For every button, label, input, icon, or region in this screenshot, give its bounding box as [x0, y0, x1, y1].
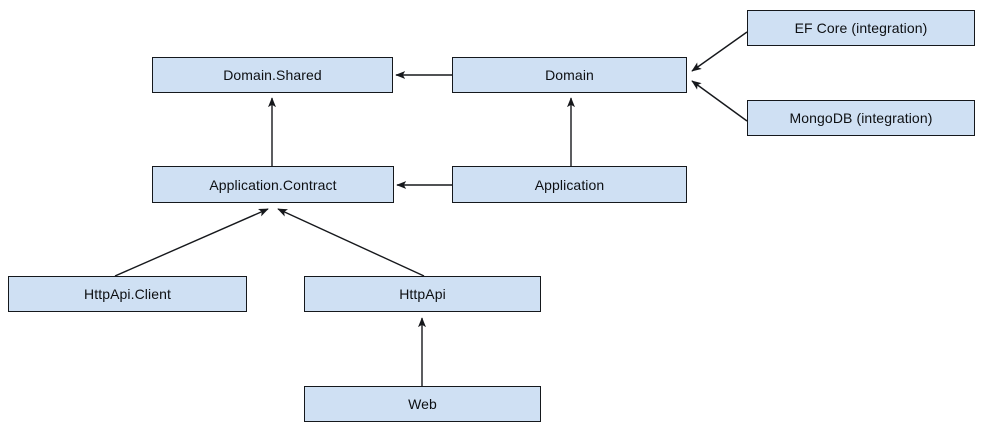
- node-label-domain-shared: Domain.Shared: [223, 67, 322, 83]
- node-application-contract[interactable]: Application.Contract: [152, 166, 394, 203]
- node-application[interactable]: Application: [452, 166, 687, 203]
- node-label-httpapi-client: HttpApi.Client: [84, 286, 171, 302]
- node-label-application-contract: Application.Contract: [209, 176, 337, 193]
- node-label-ef-core-integration: EF Core (integration): [794, 20, 928, 36]
- node-label-httpapi: HttpApi: [399, 286, 446, 302]
- node-domain[interactable]: Domain: [452, 57, 687, 93]
- node-httpapi-client[interactable]: HttpApi.Client: [8, 276, 247, 312]
- node-label-web: Web: [408, 396, 437, 412]
- node-label-application: Application: [534, 176, 605, 193]
- edge-httpapi-client-to-application-contract: [114, 208, 269, 277]
- edge-httpapi-to-application-contract: [277, 208, 425, 277]
- node-mongodb-integration[interactable]: MongoDB (integration): [747, 100, 975, 136]
- edge-mongodb-to-domain: [691, 80, 748, 122]
- node-label-domain: Domain: [545, 67, 594, 83]
- edge-ef-core-to-domain: [691, 31, 748, 72]
- node-httpapi[interactable]: HttpApi: [304, 276, 541, 312]
- node-domain-shared[interactable]: Domain.Shared: [152, 57, 393, 93]
- node-web[interactable]: Web: [304, 386, 541, 422]
- node-ef-core-integration[interactable]: EF Core (integration): [747, 10, 975, 46]
- node-label-mongodb-integration: MongoDB (integration): [789, 110, 933, 126]
